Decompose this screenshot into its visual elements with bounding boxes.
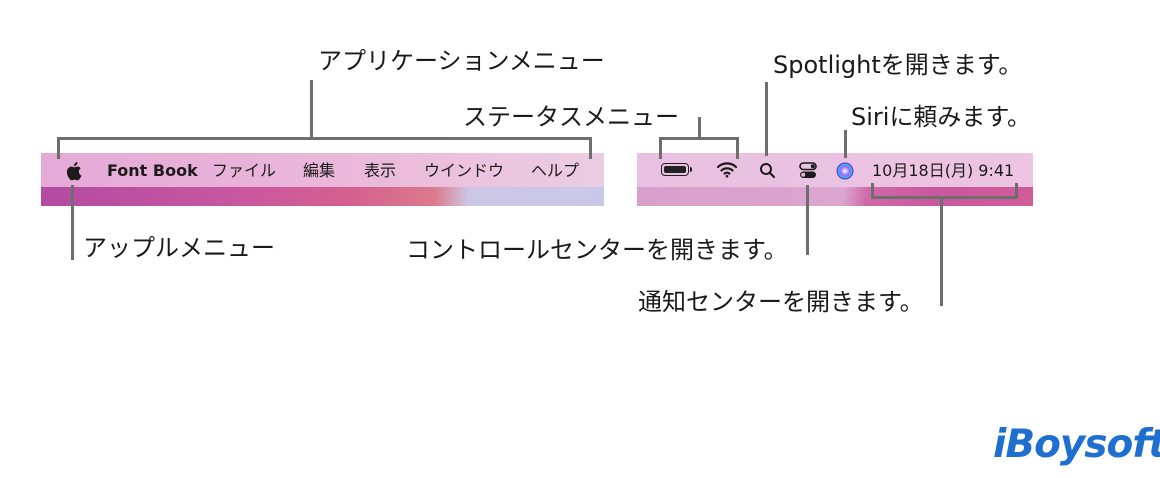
control-center-icon[interactable]: [799, 162, 817, 179]
callout-line-siri: [844, 130, 847, 158]
search-icon[interactable]: [759, 162, 776, 179]
bracket-notification-center-left: [871, 183, 874, 199]
callout-line-spotlight: [765, 82, 768, 156]
annotation-application-menu: アプリケーションメニュー: [318, 47, 605, 75]
bracket-status-menu-right: [736, 137, 739, 159]
app-menu-font-book[interactable]: Font Book: [107, 161, 198, 180]
menu-bar-right: [637, 153, 1033, 206]
annotation-status-menu: ステータスメニュー: [463, 103, 679, 131]
callout-line-control-center: [806, 185, 809, 255]
menu-bar-left-background: [41, 153, 604, 187]
annotation-spotlight: Spotlightを開きます。: [773, 51, 1023, 79]
callout-line-apple-menu: [71, 185, 74, 260]
annotation-siri: Siriに頼みます。: [851, 103, 1032, 131]
menu-item-window[interactable]: ウインドウ: [424, 161, 505, 180]
bracket-application-menu: [57, 137, 592, 140]
annotation-apple-menu: アップルメニュー: [83, 234, 275, 262]
battery-icon[interactable]: [661, 163, 689, 176]
menu-item-view[interactable]: 表示: [364, 161, 397, 180]
annotation-notification-center: 通知センターを開きます。: [638, 288, 924, 316]
bracket-notification-center: [871, 196, 1018, 199]
bracket-status-menu-left: [659, 137, 662, 159]
menu-bar-clock[interactable]: 10月18日(月) 9:41: [872, 161, 1015, 180]
bracket-notification-center-right: [1015, 183, 1018, 199]
iboysoft-logo: iBoysoft: [993, 422, 1160, 467]
wifi-icon[interactable]: [716, 161, 738, 178]
menu-bar-right-background: [637, 153, 1033, 187]
menu-bar-left: [41, 153, 604, 206]
bracket-application-menu-left: [57, 137, 60, 159]
battery-tip: [690, 167, 692, 172]
apple-logo-icon[interactable]: [65, 161, 82, 181]
callout-line-application-menu: [310, 80, 313, 139]
desktop-wallpaper-left: [41, 186, 604, 206]
callout-line-notification-center: [940, 196, 943, 306]
siri-icon[interactable]: [836, 162, 854, 180]
bracket-status-menu: [659, 137, 739, 140]
desktop-wallpaper-right: [637, 186, 1033, 206]
menu-item-help[interactable]: ヘルプ: [531, 161, 580, 180]
menu-item-edit[interactable]: 編集: [303, 161, 336, 180]
annotation-control-center: コントロールセンターを開きます。: [406, 236, 788, 264]
bracket-application-menu-right: [589, 137, 592, 159]
menu-item-file[interactable]: ファイル: [212, 161, 277, 180]
callout-line-status-menu: [698, 117, 701, 139]
